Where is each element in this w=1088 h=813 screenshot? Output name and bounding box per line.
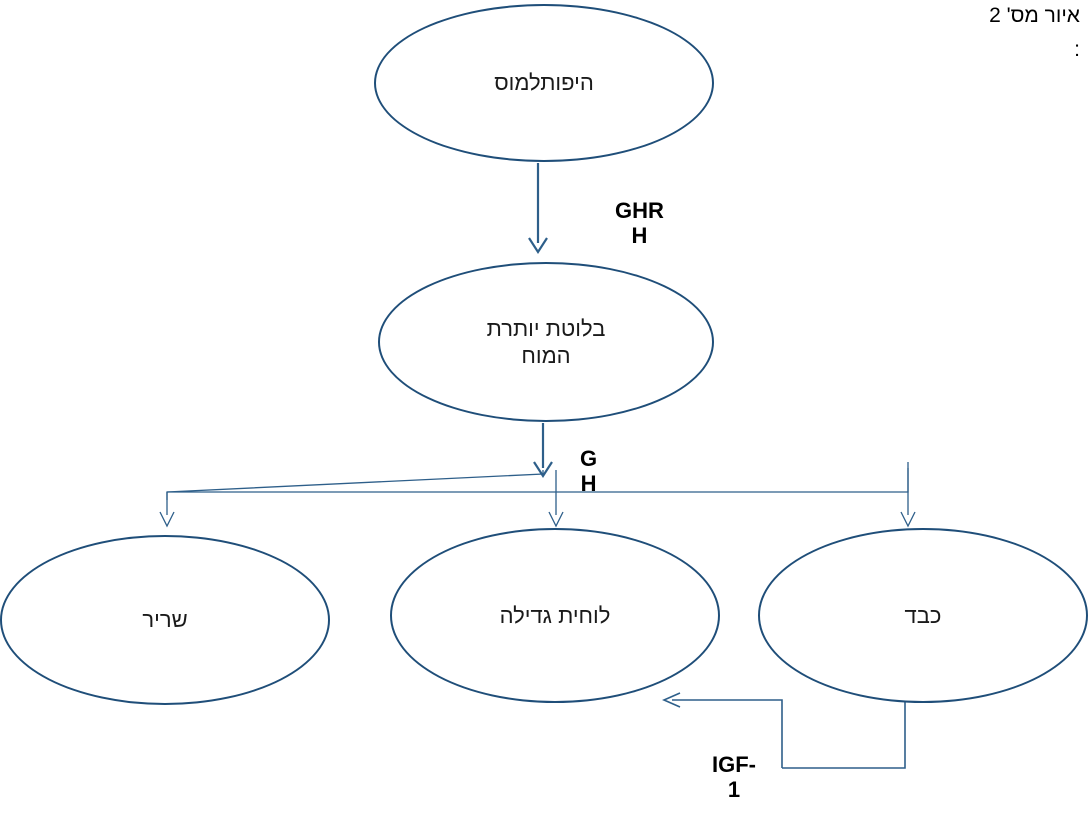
figure-caption: איור מס' 2 [989,4,1080,27]
node-hypothalamus[interactable]: היפותלמוס [374,4,714,162]
figure-caption-colon: : [1074,38,1080,61]
node-hypothalamus-label: היפותלמוס [494,70,594,96]
node-muscle[interactable]: שריר [0,535,330,705]
node-growth-plate-label: לוחית גדילה [499,602,611,628]
node-liver-label: כבד [904,602,942,628]
node-liver[interactable]: כבד [758,528,1088,703]
node-pituitary-label: בלוטת יותרת המוח [486,315,606,369]
node-muscle-label: שריר [142,607,188,633]
node-pituitary[interactable]: בלוטת יותרת המוח [378,262,714,422]
edge-label-gh: G H [580,446,598,497]
edge-label-ghrh: GHR H [615,198,664,249]
node-growth-plate[interactable]: לוחית גדילה [390,528,720,703]
edge-label-igf1: IGF- 1 [712,752,756,803]
